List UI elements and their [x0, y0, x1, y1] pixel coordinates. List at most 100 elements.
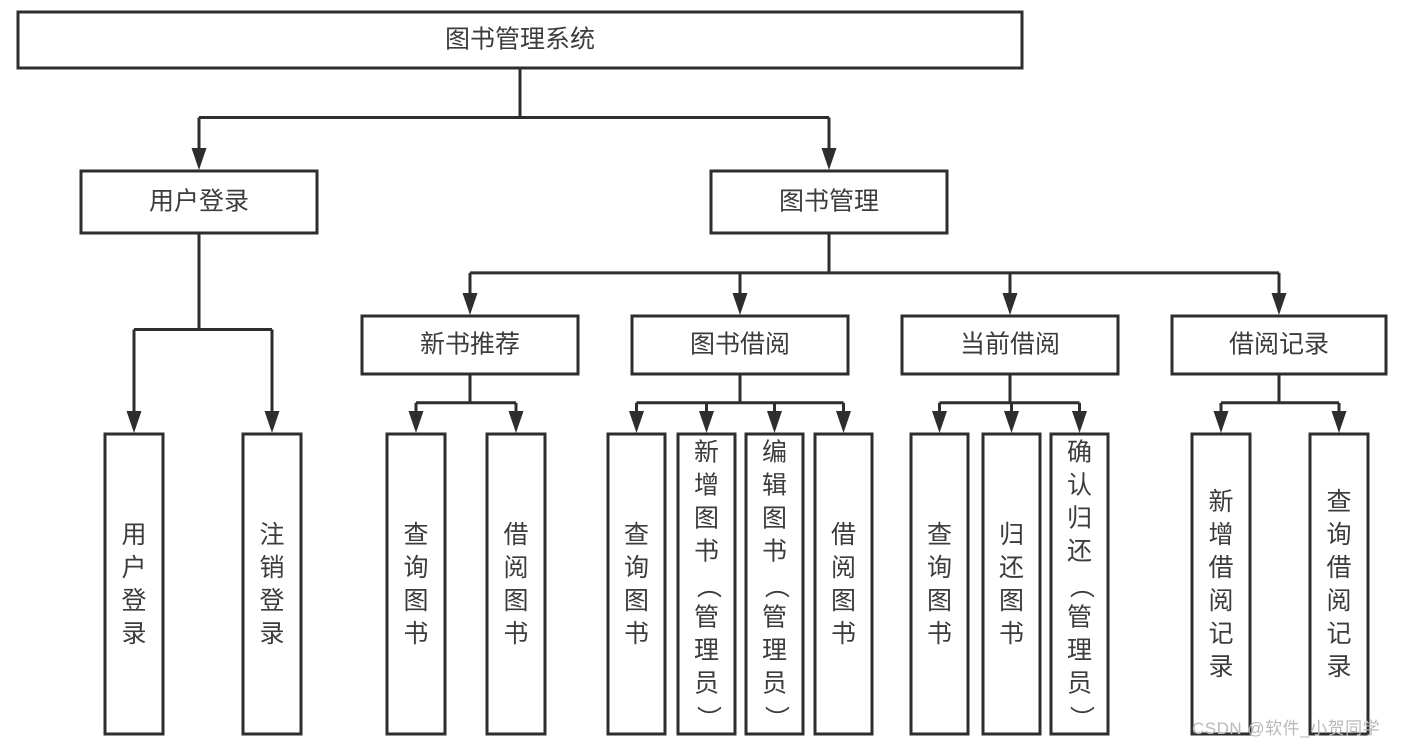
node-label-new-book: 新书推荐 — [420, 331, 520, 359]
svg-text:登: 登 — [121, 587, 146, 615]
svg-text:图: 图 — [762, 505, 787, 533]
node-box-leaf-query-record[interactable] — [1308, 432, 1370, 736]
svg-text:查: 查 — [1326, 488, 1351, 516]
node-new-book[interactable]: 新书推荐 — [360, 314, 580, 376]
svg-text:借: 借 — [1326, 554, 1351, 582]
node-box-book-manage[interactable] — [709, 169, 949, 235]
svg-text:阅: 阅 — [831, 554, 856, 582]
node-book-borrow[interactable]: 图书借阅 — [630, 314, 850, 376]
node-label-book-manage: 图书管理 — [779, 188, 879, 216]
arrow-head-icon — [629, 411, 644, 433]
svg-text:（: （ — [762, 573, 790, 598]
svg-text:书: 书 — [762, 538, 787, 566]
nodes-layer: 图书管理系统用户登录图书管理新书推荐图书借阅当前借阅借阅记录用户登录注销登录查询… — [16, 10, 1388, 736]
svg-text:理: 理 — [1067, 637, 1092, 665]
svg-text:还: 还 — [1067, 538, 1092, 566]
svg-text:员: 员 — [694, 670, 719, 698]
svg-text:书: 书 — [694, 538, 719, 566]
node-root[interactable]: 图书管理系统 — [16, 10, 1024, 70]
svg-text:新: 新 — [1208, 488, 1233, 516]
node-box-leaf-query-book-3[interactable] — [909, 432, 970, 736]
arrow-head-icon — [767, 411, 782, 433]
svg-text:编: 编 — [762, 439, 787, 467]
svg-text:）: ） — [694, 705, 722, 730]
svg-text:书: 书 — [831, 620, 856, 648]
node-box-user-login[interactable] — [79, 169, 319, 235]
node-borrow-record[interactable]: 借阅记录 — [1170, 314, 1388, 376]
node-box-borrow-record[interactable] — [1170, 314, 1388, 376]
node-book-manage[interactable]: 图书管理 — [709, 169, 949, 235]
svg-text:管: 管 — [694, 604, 719, 632]
arrow-head-icon — [821, 148, 837, 170]
arrow-head-icon — [408, 411, 424, 433]
arrow-head-icon — [732, 293, 748, 315]
node-box-leaf-edit-book[interactable] — [744, 432, 805, 736]
svg-text:）: ） — [1067, 705, 1095, 730]
node-label-borrow-record: 借阅记录 — [1229, 331, 1329, 359]
arrow-head-icon — [1002, 293, 1018, 315]
node-current-borrow[interactable]: 当前借阅 — [900, 314, 1120, 376]
node-leaf-user-login[interactable]: 用户登录 — [103, 432, 165, 736]
edges-layer — [126, 68, 1347, 433]
svg-text:理: 理 — [694, 637, 719, 665]
svg-text:确: 确 — [1067, 439, 1092, 467]
svg-text:辑: 辑 — [762, 472, 787, 500]
svg-text:图: 图 — [999, 587, 1024, 615]
node-box-leaf-confirm-return[interactable] — [1049, 432, 1110, 736]
svg-text:登: 登 — [259, 587, 284, 615]
svg-text:认: 认 — [1067, 472, 1092, 500]
svg-text:书: 书 — [503, 620, 528, 648]
node-box-new-book[interactable] — [360, 314, 580, 376]
svg-text:录: 录 — [259, 620, 284, 648]
arrow-head-icon — [462, 293, 478, 315]
svg-text:借: 借 — [1208, 554, 1233, 582]
svg-text:图: 图 — [694, 505, 719, 533]
node-box-leaf-borrow-book-2[interactable] — [813, 432, 874, 736]
svg-text:录: 录 — [121, 620, 146, 648]
svg-text:员: 员 — [762, 670, 787, 698]
node-box-root[interactable] — [16, 10, 1024, 70]
svg-text:借: 借 — [503, 521, 528, 549]
node-box-leaf-add-record[interactable] — [1190, 432, 1252, 736]
node-box-leaf-borrow-book-1[interactable] — [485, 432, 547, 736]
svg-text:询: 询 — [1326, 521, 1351, 549]
node-user-login[interactable]: 用户登录 — [79, 169, 319, 235]
edge-group-book-manage — [462, 233, 1287, 315]
node-box-book-borrow[interactable] — [630, 314, 850, 376]
svg-text:记: 记 — [1326, 620, 1351, 648]
node-box-leaf-add-book[interactable] — [676, 432, 737, 736]
svg-text:归: 归 — [999, 521, 1024, 549]
arrow-head-icon — [932, 411, 947, 433]
node-box-leaf-logout[interactable] — [241, 432, 303, 736]
svg-text:户: 户 — [121, 554, 146, 582]
edge-group-new-book — [408, 374, 524, 433]
node-box-leaf-user-login[interactable] — [103, 432, 165, 736]
node-box-leaf-query-book-2[interactable] — [606, 432, 667, 736]
node-box-leaf-query-book-1[interactable] — [385, 432, 447, 736]
arrow-head-icon — [1331, 411, 1347, 433]
svg-text:查: 查 — [927, 521, 952, 549]
svg-text:书: 书 — [624, 620, 649, 648]
svg-text:图: 图 — [624, 587, 649, 615]
node-box-current-borrow[interactable] — [900, 314, 1120, 376]
node-box-leaf-return-book[interactable] — [981, 432, 1042, 736]
svg-text:书: 书 — [999, 620, 1024, 648]
